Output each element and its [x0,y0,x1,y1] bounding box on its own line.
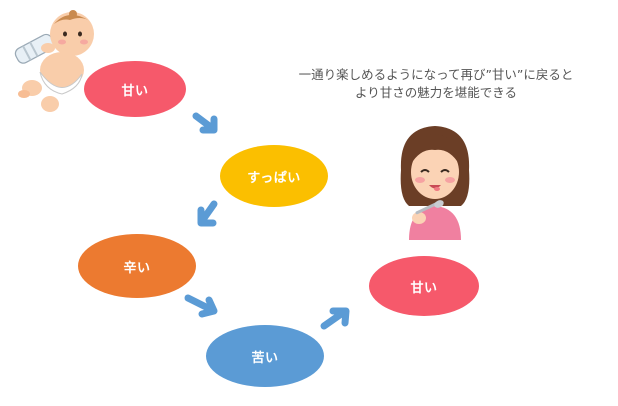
caption-text: 一通り楽しめるようになって再び”甘い”に戻ると より甘さの魅力を堪能できる [262,66,610,102]
node-bitter: 苦い [206,325,324,387]
node-spicy: 辛い [78,234,196,298]
node-sour-label: すっぱい [247,170,301,186]
node-sweet-start-label: 甘い [121,83,149,99]
node-sweet-end: 甘い [369,256,479,316]
node-bitter-label: 苦い [251,350,279,366]
caption-line-2: より甘さの魅力を堪能できる [354,85,517,100]
caption-line-1: 一通り楽しめるようになって再び”甘い”に戻ると [298,67,574,82]
node-spicy-label: 辛い [123,260,151,276]
node-sweet-end-label: 甘い [410,280,438,296]
woman-tasting-spoon-illustration [400,126,470,240]
node-sweet-start: 甘い [84,61,186,117]
baby-with-bottle-illustration [14,10,94,112]
node-sour: すっぱい [220,145,328,207]
